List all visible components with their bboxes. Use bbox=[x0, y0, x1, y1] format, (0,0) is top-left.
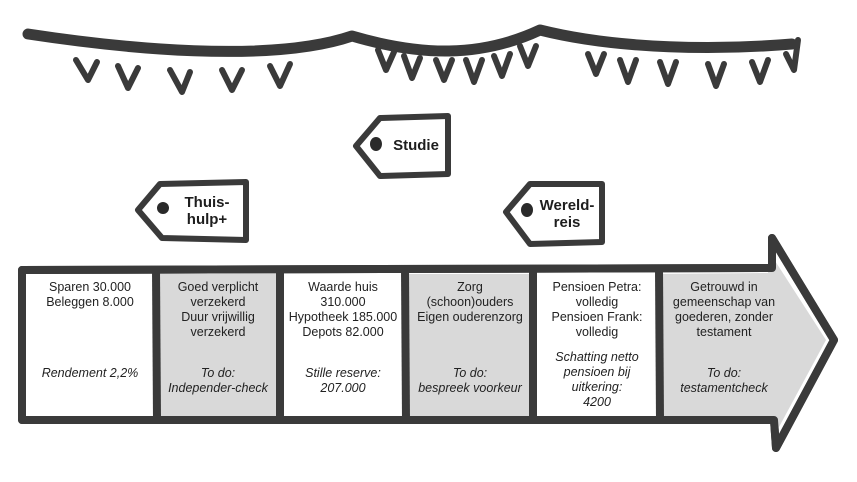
tag-studie bbox=[353, 113, 451, 179]
cell-shade bbox=[407, 274, 531, 416]
pennant bbox=[401, 53, 423, 81]
timeline-cell-savings: Sparen 30.000 Beleggen 8.000 Rendement 2… bbox=[28, 280, 152, 408]
pennant bbox=[463, 57, 485, 85]
cell-main-text: Pensioen Petra: volledig Pensioen Frank:… bbox=[551, 280, 643, 339]
timeline-cell-pension: Pensioen Petra: volledig Pensioen Frank:… bbox=[537, 280, 657, 409]
bunting-rope bbox=[22, 24, 798, 57]
pennant bbox=[219, 67, 245, 93]
pennant bbox=[115, 63, 141, 91]
cell-main-text: Goed verplicht verzekerd Duur vrijwillig… bbox=[177, 280, 259, 339]
cell-main-text: Zorg (schoon)ouders Eigen ouderenzorg bbox=[417, 280, 523, 324]
cell-note-text: Rendement 2,2% bbox=[41, 366, 139, 380]
cell-main-text: Waarde huis 310.000 Hypotheek 185.000 De… bbox=[288, 280, 398, 339]
cell-divider bbox=[401, 269, 410, 421]
tag-thuishulp bbox=[135, 179, 249, 243]
cell-main-text: Sparen 30.000 Beleggen 8.000 bbox=[46, 280, 134, 309]
tag-hole-icon bbox=[521, 203, 533, 217]
cell-divider bbox=[152, 269, 161, 421]
pennant bbox=[375, 47, 397, 73]
cell-divider bbox=[655, 269, 664, 421]
pennant bbox=[617, 57, 639, 85]
cell-note-text: Stille reserve: 207.000 bbox=[305, 366, 381, 395]
pennant bbox=[749, 57, 771, 85]
cell-note-text: To do: Independer-check bbox=[168, 366, 268, 395]
pennant bbox=[657, 59, 679, 87]
pennant bbox=[491, 51, 513, 79]
pennant bbox=[517, 43, 539, 69]
tag-hole-icon bbox=[157, 202, 169, 214]
timeline-cell-care: Zorg (schoon)ouders Eigen ouderenzorg To… bbox=[410, 280, 530, 408]
timeline-cell-marriage: Getrouwd in gemeenschap van goederen, zo… bbox=[664, 280, 784, 408]
pennant bbox=[705, 61, 727, 89]
tag-hole-icon bbox=[370, 137, 382, 151]
pennant bbox=[433, 57, 455, 83]
tag-wereldreis-label: Wereld- reis bbox=[539, 197, 595, 231]
tag-wereldreis bbox=[503, 181, 605, 247]
tag-thuishulp-label: Thuis- hulp+ bbox=[184, 194, 230, 228]
pennant bbox=[267, 61, 293, 89]
tag-studie-label: Studie bbox=[393, 137, 439, 154]
cell-note-text: To do: testamentcheck bbox=[680, 366, 768, 395]
pennant bbox=[585, 51, 607, 77]
pennant bbox=[783, 37, 801, 73]
pennant bbox=[167, 67, 193, 95]
pennant bbox=[73, 57, 100, 83]
bunting-garland bbox=[22, 24, 801, 95]
cell-shade bbox=[660, 250, 826, 440]
timeline-cell-house: Waarde huis 310.000 Hypotheek 185.000 De… bbox=[284, 280, 402, 408]
timeline-cell-insurance: Goed verplicht verzekerd Duur vrijwillig… bbox=[160, 280, 276, 408]
cell-shade bbox=[157, 274, 278, 416]
cell-note-text: To do: bespreek voorkeur bbox=[418, 366, 522, 395]
cell-note-text: Schatting netto pensioen bij uitkering: … bbox=[555, 350, 639, 409]
timeline-arrow bbox=[18, 234, 838, 452]
cell-main-text: Getrouwd in gemeenschap van goederen, zo… bbox=[672, 280, 776, 339]
